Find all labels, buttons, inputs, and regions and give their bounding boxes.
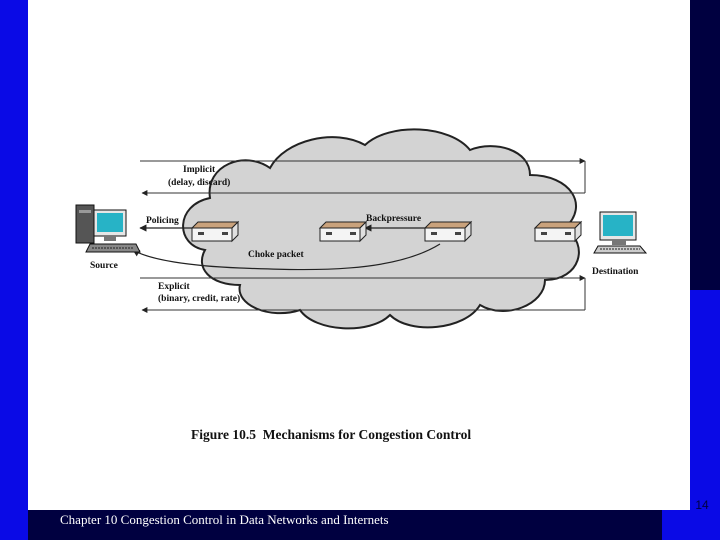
slide-number: 14 bbox=[695, 498, 709, 512]
router-2 bbox=[318, 220, 368, 243]
choke-packet-label: Choke packet bbox=[248, 250, 305, 260]
choke-packet-arrow bbox=[132, 243, 441, 271]
explicit-detail-label: (binary, credit, rate) bbox=[158, 293, 240, 304]
footer-bar bbox=[28, 510, 662, 540]
implicit-detail-label: (delay, discard) bbox=[168, 177, 230, 188]
right-decorative-band bbox=[690, 0, 720, 290]
source-label: Source bbox=[90, 261, 118, 271]
network-cloud bbox=[182, 128, 580, 330]
destination-label: Destination bbox=[592, 267, 639, 277]
source-computer-icon bbox=[75, 204, 141, 253]
explicit-feedback-path bbox=[140, 275, 586, 313]
destination-computer-icon bbox=[593, 211, 648, 254]
backpressure-label: Backpressure bbox=[366, 214, 421, 224]
router-4 bbox=[533, 220, 583, 243]
router-1 bbox=[190, 220, 240, 243]
footer-title: Chapter 10 Congestion Control in Data Ne… bbox=[60, 512, 389, 527]
router-3 bbox=[423, 220, 473, 243]
implicit-label: Implicit bbox=[183, 165, 216, 175]
implicit-feedback-path bbox=[140, 158, 586, 196]
policing-label: Policing bbox=[146, 216, 179, 226]
figure-caption: Figure 10.5 Mechanisms for Congestion Co… bbox=[191, 427, 471, 442]
explicit-label: Explicit bbox=[158, 282, 191, 292]
